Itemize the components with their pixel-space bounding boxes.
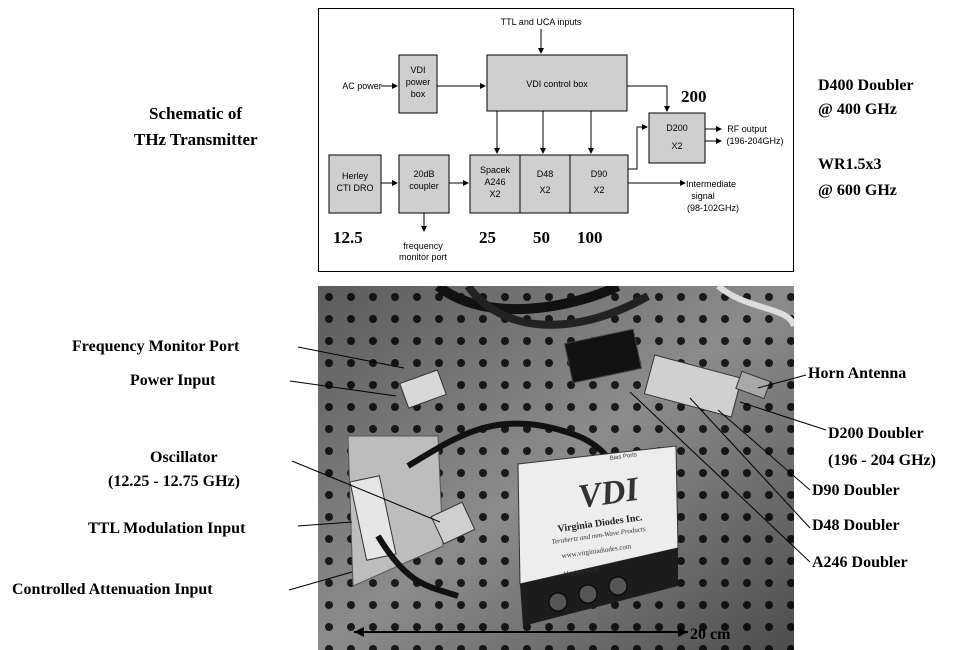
schematic-title-line2: THz Transmitter <box>134 130 258 150</box>
label-horn-antenna: Horn Antenna <box>808 364 906 384</box>
d90-to-d200-arrow <box>628 127 647 169</box>
transmitter-photo: VDI Virginia Diodes Inc. Terahertz and m… <box>318 286 794 650</box>
d48-text-2: X2 <box>539 185 550 195</box>
control-to-d200-arrow <box>627 86 667 111</box>
scale-label: 20 cm <box>690 626 730 644</box>
ac-power-label: AC power <box>342 81 382 91</box>
freq-label-25: 25 <box>479 228 496 247</box>
monitor-text-2: monitor port <box>399 252 448 262</box>
d200-text-1: D200 <box>666 123 688 133</box>
d200-block <box>649 113 705 163</box>
wr-note-line1: WR1.5x3 <box>818 155 882 175</box>
monitor-port-1 <box>549 593 567 611</box>
photo-canvas: VDI Virginia Diodes Inc. Terahertz and m… <box>318 286 794 650</box>
freq-label-200: 200 <box>681 87 707 106</box>
schematic-title-line1: Schematic of <box>149 104 242 124</box>
intermediate-text-2: signal <box>691 191 715 201</box>
label-d48-doubler: D48 Doubler <box>812 516 900 536</box>
intermediate-text-1: Intermediate <box>686 179 736 189</box>
schematic-canvas: TTL and UCA inputs AC power VDI power bo… <box>319 9 795 273</box>
power-box-text-1: VDI <box>410 65 425 75</box>
label-controlled-attenuation-input: Controlled Attenuation Input <box>12 580 213 600</box>
control-box-text: VDI control box <box>526 79 588 89</box>
dro-text-1: Herley <box>342 171 369 181</box>
inputs-label: TTL and UCA inputs <box>501 17 582 27</box>
d90-block <box>570 155 628 213</box>
label-a246-doubler: A246 Doubler <box>812 553 908 573</box>
intermediate-text-3: (98-102GHz) <box>687 203 739 213</box>
power-box-text-2: power <box>406 77 431 87</box>
spacek-text-1: Spacek <box>480 165 511 175</box>
wr-note-line2: @ 600 GHz <box>818 181 897 201</box>
label-d200-line1: D200 Doubler <box>828 424 924 444</box>
monitor-port-2 <box>579 585 597 603</box>
d90-text-1: D90 <box>591 169 608 179</box>
label-oscillator-line2: (12.25 - 12.75 GHz) <box>108 472 240 492</box>
freq-label-12.5: 12.5 <box>333 228 363 247</box>
label-power-input: Power Input <box>130 371 216 391</box>
power-box-text-3: box <box>411 89 426 99</box>
d400-note-line2: @ 400 GHz <box>818 100 897 120</box>
dro-text-2: CTI DRO <box>337 183 374 193</box>
d48-text-1: D48 <box>537 169 554 179</box>
coupler-text-1: 20dB <box>413 169 434 179</box>
monitor-port-3 <box>609 577 627 595</box>
d90-text-2: X2 <box>593 185 604 195</box>
label-d90-doubler: D90 Doubler <box>812 481 900 501</box>
label-ttl-modulation-input: TTL Modulation Input <box>88 519 245 539</box>
coupler-text-2: coupler <box>409 181 439 191</box>
rf-output-text-2: (196-204GHz) <box>726 136 783 146</box>
spacek-text-3: X2 <box>489 189 500 199</box>
label-freq-monitor-port: Frequency Monitor Port <box>72 337 239 357</box>
rf-output-text-1: RF output <box>727 124 767 134</box>
schematic-diagram: TTL and UCA inputs AC power VDI power bo… <box>318 8 794 272</box>
freq-label-50: 50 <box>533 228 550 247</box>
spacek-text-2: A246 <box>484 177 505 187</box>
d200-text-2: X2 <box>671 141 682 151</box>
d400-note-line1: D400 Doubler <box>818 76 914 96</box>
monitor-text-1: frequency <box>403 241 443 251</box>
label-oscillator-line1: Oscillator <box>150 448 218 468</box>
label-d200-line2: (196 - 204 GHz) <box>828 451 936 471</box>
freq-label-100: 100 <box>577 228 603 247</box>
d48-block <box>520 155 570 213</box>
